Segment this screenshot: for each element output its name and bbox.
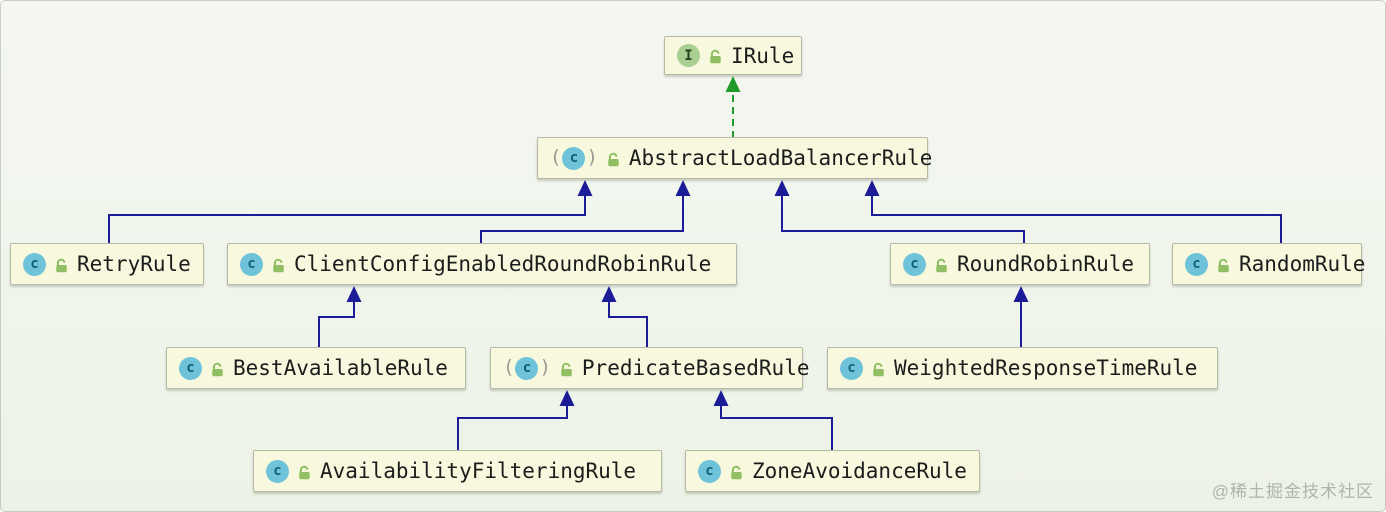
class-name-label: RetryRule — [77, 252, 191, 276]
class-node-predicate-based-rule[interactable]: (c) PredicateBasedRule — [490, 347, 809, 389]
class-name-label: BestAvailableRule — [233, 356, 448, 380]
abstract-class-icon: (c) — [503, 355, 551, 380]
extends-edge-roundrobinrule-to-abstractloadbalancerrule — [774, 180, 1025, 243]
unlocked-public-icon — [558, 361, 575, 378]
extends-edge-weightedresponsetimerule-to-roundrobinrule — [1013, 286, 1029, 347]
extends-edge-retryrule-to-abstractloadbalancerrule — [108, 180, 593, 243]
unlocked-public-icon — [1215, 257, 1232, 274]
extends-edge-bestavailablerule-to-clientconfigenabledroundrobinrule — [318, 286, 362, 347]
unlocked-public-icon — [296, 464, 313, 481]
class-icon: c — [840, 356, 863, 380]
class-node-irule[interactable]: I IRule — [664, 36, 802, 75]
arrowhead-up-icon — [713, 390, 729, 406]
unlocked-public-icon — [728, 464, 745, 481]
arrowhead-up-icon — [725, 76, 741, 92]
arrowhead-up-icon — [864, 180, 880, 196]
class-name-label: IRule — [731, 43, 795, 68]
unlocked-public-icon — [270, 257, 287, 274]
class-node-retry-rule[interactable]: c RetryRule — [10, 243, 204, 285]
extends-edge-availabilityfilteringrule-to-predicatebasedrule — [457, 390, 575, 450]
arrowhead-up-icon — [346, 286, 362, 302]
unlocked-public-icon — [707, 48, 724, 65]
class-name-label: AbstractLoadBalancerRule — [628, 146, 933, 170]
unlocked-public-icon — [53, 257, 70, 274]
class-icon: c — [266, 459, 289, 483]
class-node-abstract-load-balancer-rule[interactable]: (c) AbstractLoadBalancerRule — [537, 137, 932, 179]
class-name-label: ClientConfigEnabledRoundRobinRule — [294, 252, 712, 276]
class-node-client-config-enabled-round-robin-rule[interactable]: c ClientConfigEnabledRoundRobinRule — [227, 243, 737, 285]
class-node-round-robin-rule[interactable]: c RoundRobinRule — [890, 243, 1150, 285]
class-name-label: AvailabilityFilteringRule — [320, 459, 637, 483]
class-icon: c — [240, 252, 263, 276]
class-node-weighted-response-time-rule[interactable]: c WeightedResponseTimeRule — [827, 347, 1218, 389]
class-node-random-rule[interactable]: c RandomRule — [1172, 243, 1366, 285]
unlocked-public-icon — [933, 257, 950, 274]
unlocked-public-icon — [870, 361, 887, 378]
class-node-availability-filtering-rule[interactable]: c AvailabilityFilteringRule — [253, 450, 662, 492]
extends-edge-clientconfigenabledroundrobinrule-to-abstractloadbalancerrule — [480, 180, 691, 243]
class-icon: c — [179, 356, 202, 380]
extends-edge-predicatebasedrule-to-clientconfigenabledroundrobinrule — [601, 286, 648, 347]
extends-edge-zoneavoidancerule-to-predicatebasedrule — [713, 390, 833, 450]
class-icon: c — [698, 459, 721, 483]
arrowhead-up-icon — [559, 390, 575, 406]
class-name-label: PredicateBasedRule — [581, 356, 810, 380]
class-icon: c — [903, 252, 926, 276]
arrowhead-up-icon — [774, 180, 790, 196]
unlocked-public-icon — [209, 361, 226, 378]
class-icon: c — [23, 252, 46, 276]
abstract-class-icon: (c) — [550, 145, 598, 170]
class-name-label: RoundRobinRule — [957, 252, 1135, 276]
class-node-zone-avoidance-rule[interactable]: c ZoneAvoidanceRule — [685, 450, 980, 492]
class-name-label: RandomRule — [1239, 252, 1366, 276]
arrowhead-up-icon — [675, 180, 691, 196]
extends-edge-randomrule-to-abstractloadbalancerrule — [864, 180, 1282, 243]
implements-edge-abstractloadbalancerrule-to-irule — [725, 76, 741, 138]
arrowhead-up-icon — [577, 180, 593, 196]
class-node-best-available-rule[interactable]: c BestAvailableRule — [166, 347, 466, 389]
arrowhead-up-icon — [601, 286, 617, 302]
interface-icon: I — [677, 44, 700, 67]
class-icon: c — [1185, 252, 1208, 276]
class-name-label: WeightedResponseTimeRule — [894, 356, 1198, 380]
unlocked-public-icon — [605, 151, 622, 168]
class-name-label: ZoneAvoidanceRule — [752, 459, 967, 483]
arrowhead-up-icon — [1013, 286, 1029, 302]
